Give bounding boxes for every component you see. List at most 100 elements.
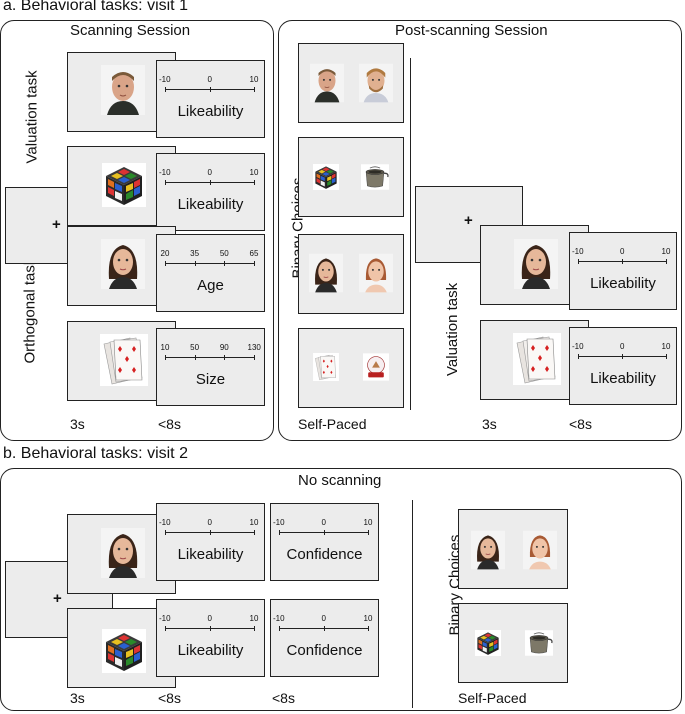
- scale-tick-label: 10: [363, 614, 373, 623]
- timing-confidence-v2: <8s: [272, 690, 295, 706]
- fixation-cross: +: [52, 216, 61, 233]
- snow-globe-icon: [363, 353, 389, 381]
- scale-tick-label: 50: [219, 249, 229, 258]
- scale-title: Likeability: [590, 275, 656, 292]
- scale-tick-mark: [209, 180, 211, 185]
- scale-tick-label: 0: [207, 75, 212, 84]
- scale-tick-label: 130: [247, 343, 261, 352]
- scale-tick-label: 0: [620, 342, 625, 351]
- scale-tick-label: 0: [321, 614, 326, 623]
- scale-tick-mark: [224, 261, 226, 266]
- scale-tick-label: -10: [159, 75, 171, 84]
- binary-choice-screen-female-faces-v2: [458, 509, 568, 589]
- timing-self-paced: Self-Paced: [298, 416, 367, 432]
- scale-tick-mark: [224, 355, 226, 360]
- scale-tick-label: 20: [160, 249, 170, 258]
- scale-tick-mark: [165, 180, 166, 185]
- scale-tick-mark: [254, 261, 255, 266]
- scale-tick-mark: [368, 530, 369, 535]
- scale-title: Age: [197, 277, 224, 294]
- scale-tick-mark: [165, 626, 166, 631]
- female-face-icon: [471, 530, 505, 570]
- scale-tick-mark: [209, 626, 211, 631]
- visit-2-divider: [412, 500, 413, 708]
- scale-tick-label: -10: [572, 342, 584, 351]
- scale-tick-label: -10: [159, 518, 171, 527]
- scale-tick-mark: [254, 626, 255, 631]
- scale-tick-mark: [254, 530, 255, 535]
- scale-tick-mark: [578, 259, 579, 264]
- scale-tick-mark: [254, 355, 255, 360]
- timing-rating-post: <8s: [569, 416, 592, 432]
- scale-title: Likeability: [590, 370, 656, 387]
- binary-choice-screen-male-faces: [298, 43, 404, 123]
- scale-tick-mark: [279, 530, 280, 535]
- binary-choice-screen-objects: [298, 137, 404, 217]
- scale-tick-mark: [666, 259, 667, 264]
- metal-pot-icon: [361, 164, 389, 190]
- male-face-icon: [310, 63, 344, 103]
- scale-tick-mark: [194, 355, 196, 360]
- rubiks-cube-icon: [102, 163, 146, 207]
- scale-title: Likeability: [177, 103, 244, 120]
- scale-tick-label: -10: [159, 614, 171, 623]
- timing-rating-v2: <8s: [158, 690, 181, 706]
- scale-tick-mark: [209, 87, 211, 92]
- scale-line: [165, 263, 254, 264]
- playing-cards-icon: [100, 334, 148, 386]
- female-face-icon: [101, 528, 145, 578]
- no-scanning-title: No scanning: [298, 472, 382, 489]
- timing-fixation: 3s: [70, 416, 85, 432]
- fixation-screen-post: +: [415, 186, 523, 263]
- scale-title: Confidence: [286, 546, 363, 563]
- playing-cards-icon: [313, 353, 339, 381]
- scale-title: Likeability: [177, 196, 244, 213]
- timing-rating: <8s: [158, 416, 181, 432]
- rubiks-cube-icon: [475, 630, 501, 656]
- female-face-icon: [309, 253, 343, 293]
- metal-pot-icon: [525, 630, 553, 656]
- scale-title: Likeability: [177, 642, 244, 659]
- rubiks-cube-icon: [313, 164, 339, 190]
- female-face-2-icon: [359, 253, 393, 293]
- binary-choice-screen-cards-globe: [298, 328, 404, 408]
- scale-tick-label: -10: [273, 518, 285, 527]
- scale-tick-label: 10: [661, 247, 671, 256]
- scale-title: Size: [195, 371, 226, 388]
- scale-tick-mark: [254, 87, 255, 92]
- scale-tick-label: 10: [249, 168, 259, 177]
- scale-line: [165, 357, 254, 358]
- scale-tick-label: -10: [273, 614, 285, 623]
- scale-tick-mark: [666, 354, 667, 359]
- post-scanning-session-title: Post-scanning Session: [395, 22, 548, 39]
- fixation-cross: +: [464, 212, 473, 229]
- scale-tick-label: 0: [620, 247, 625, 256]
- scale-tick-mark: [622, 354, 623, 359]
- female-face-icon: [514, 239, 558, 289]
- female-face-icon: [101, 239, 145, 289]
- scale-tick-label: 0: [207, 518, 212, 527]
- scale-tick-label: 10: [249, 518, 259, 527]
- scale-tick-mark: [323, 626, 325, 631]
- heading-visit-1: a. Behavioral tasks: visit 1: [3, 0, 188, 14]
- scale-tick-mark: [578, 354, 579, 359]
- scale-tick-label: 0: [207, 614, 212, 623]
- scale-tick-mark: [368, 626, 369, 631]
- scale-tick-label: 10: [249, 75, 259, 84]
- scanning-session-title: Scanning Session: [70, 22, 191, 39]
- scale-tick-mark: [194, 261, 196, 266]
- scale-tick-mark: [323, 530, 325, 535]
- fixation-cross: +: [53, 590, 62, 607]
- rubiks-cube-icon: [102, 629, 146, 673]
- scale-tick-mark: [165, 261, 166, 266]
- male-face-icon: [101, 65, 145, 115]
- scale-tick-mark: [622, 259, 623, 264]
- valuation-task-post-label: Valuation task: [444, 282, 461, 376]
